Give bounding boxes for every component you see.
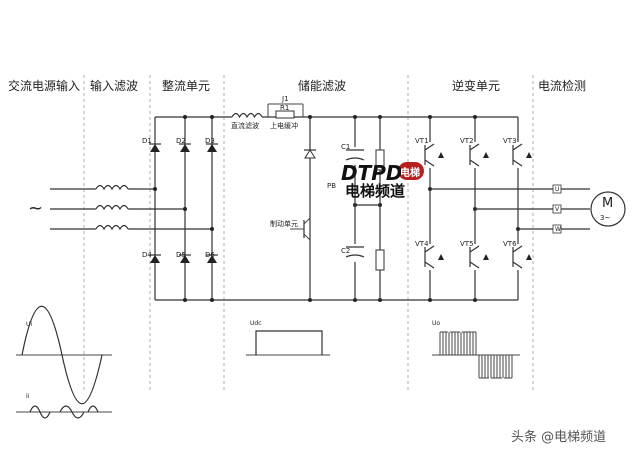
- waveform-uo: [432, 331, 520, 379]
- dc-filter-inductor: [231, 112, 263, 119]
- motor-symbol: [590, 191, 626, 227]
- section-input-filter: 输入滤波: [90, 78, 138, 93]
- waveform-label-uo: Uo: [432, 320, 440, 327]
- waveform-ui: [16, 305, 112, 405]
- watermark-text: 头条 @电梯频道: [511, 429, 606, 445]
- waveform-label-udc: Udc: [250, 320, 262, 327]
- transistor-label: VT1: [415, 137, 429, 145]
- waveform-ii: [16, 405, 112, 419]
- current-sensors: [552, 184, 590, 234]
- dtpd-logo: [398, 162, 424, 180]
- transistor-label: VT4: [415, 240, 429, 248]
- waveform-udc: [246, 330, 330, 356]
- sensor-label: U: [555, 186, 559, 193]
- resistor-label: R1: [280, 104, 289, 112]
- section-ac-input: 交流电源输入: [8, 78, 80, 93]
- logo-brand-cn: 电梯: [400, 166, 420, 179]
- sensor-label: V: [555, 206, 560, 213]
- waveform-label-ii: Ii: [26, 393, 30, 400]
- input-filter-inductors: [95, 184, 212, 231]
- soft-start-circuit: [267, 103, 304, 119]
- section-current-detect: 电流检测: [538, 78, 586, 93]
- section-inverter: 逆变单元: [452, 78, 500, 93]
- capacitor-label: C2: [341, 247, 350, 255]
- transistor-label: VT6: [503, 240, 517, 248]
- motor-phase-label: 3~: [600, 214, 610, 222]
- brake-unit-label: 制动单元: [270, 219, 298, 228]
- sensor-label: W: [555, 226, 561, 233]
- brake-unit: [290, 117, 316, 300]
- diode-label: D3: [205, 137, 215, 145]
- relay-label: J1: [281, 95, 289, 103]
- logo-channel: 电梯频道: [345, 182, 405, 200]
- diode-label: D6: [205, 251, 215, 259]
- dc-capacitors: [345, 117, 385, 300]
- dc-filter-label: 直流滤波: [231, 121, 259, 130]
- diode-label: D1: [142, 137, 152, 145]
- inverter-bridge: [424, 117, 553, 300]
- logo-brand: DTPD: [341, 161, 403, 185]
- transistor-label: VT3: [503, 137, 517, 145]
- capacitor-label: C1: [341, 143, 350, 151]
- section-energy-storage: 储能滤波: [298, 78, 346, 93]
- transistor-label: VT5: [460, 240, 474, 248]
- pb-label: PB: [327, 182, 336, 190]
- ac-input-lines: [50, 188, 96, 230]
- section-dividers: [83, 75, 534, 390]
- diode-label: D2: [176, 137, 186, 145]
- diode-label: D5: [176, 251, 186, 259]
- section-rectifier: 整流单元: [162, 78, 210, 93]
- waveform-label-ui: Ui: [26, 321, 32, 328]
- motor-label: M: [602, 196, 613, 211]
- power-buffer-label: 上电缓冲: [270, 121, 298, 130]
- rectifier-bridge: [149, 117, 218, 300]
- diode-label: D4: [142, 251, 152, 259]
- ac-source-symbol: ~: [28, 198, 43, 219]
- transistor-label: VT2: [460, 137, 474, 145]
